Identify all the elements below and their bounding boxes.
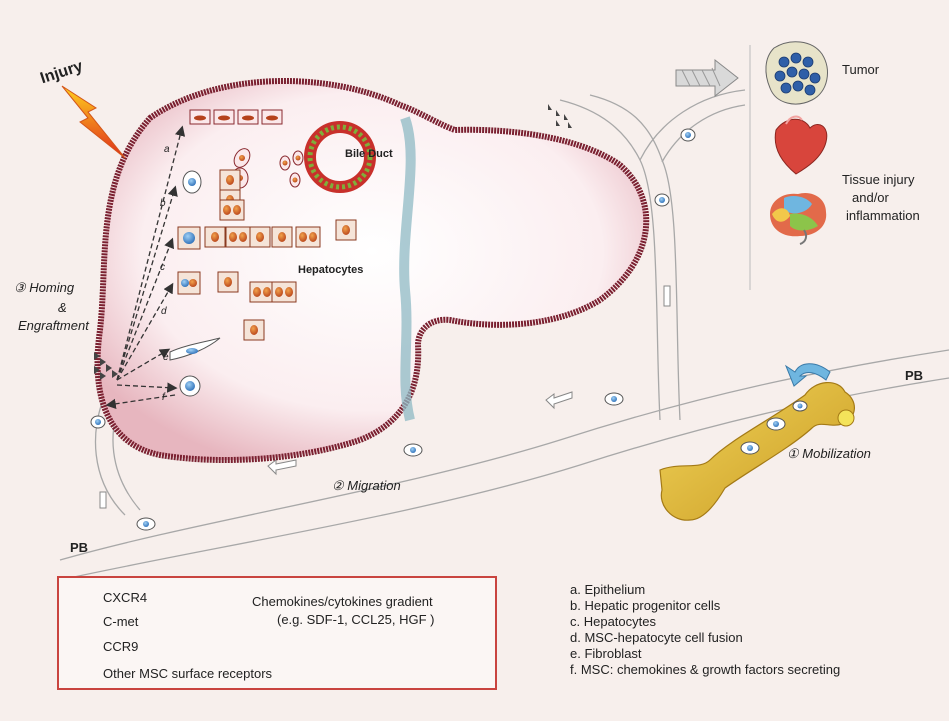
path-letter-a: a — [164, 144, 170, 155]
hepatocyte-nucleus — [239, 232, 247, 242]
msc-secreting — [180, 376, 200, 396]
homing-label: ③ Homing — [14, 280, 74, 296]
tissue-andor-label: and/or — [852, 190, 889, 205]
key-item-e: e. Fibroblast — [570, 646, 642, 661]
stem-cell — [605, 393, 623, 405]
tumor-label: Tumor — [842, 62, 879, 77]
hepatocyte-nucleus — [285, 287, 293, 297]
legend-cxcr4: CXCR4 — [103, 590, 147, 605]
hepatocyte-nucleus — [223, 205, 231, 215]
path-letter-f: f — [162, 392, 165, 403]
path-letter-c: c — [160, 262, 165, 273]
stem-cell — [137, 518, 155, 530]
legend-ccr9: CCR9 — [103, 639, 138, 654]
engraftment-label: Engraftment — [18, 318, 89, 333]
hepatocyte-nucleus — [253, 287, 261, 297]
hepatocyte-nucleus — [309, 232, 317, 242]
tumor-icon — [766, 42, 828, 104]
hepatocyte-nucleus — [211, 232, 219, 242]
hepatocyte-nucleus — [250, 325, 258, 335]
key-item-f: f. MSC: chemokines & growth factors secr… — [570, 662, 840, 677]
hepatocyte-nucleus — [299, 232, 307, 242]
legend-cmet: C-met — [103, 614, 138, 629]
migration-label: ② Migration — [332, 478, 401, 494]
legend-box: CXCR4 C-met CCR9 Other MSC surface recep… — [57, 576, 497, 690]
legend-other: Other MSC surface receptors — [103, 666, 272, 681]
hepatocyte-nucleus — [226, 175, 234, 185]
key-list: a. Epithelium b. Hepatic progenitor cell… — [570, 582, 940, 682]
hepatocyte-nucleus — [229, 232, 237, 242]
hepatocyte-nucleus — [224, 277, 232, 287]
path-letter-b: b — [160, 198, 166, 209]
path-letter-e: e — [163, 352, 169, 363]
tissue-injury-label: Tissue injury — [842, 172, 914, 187]
hepatocytes-label: Hepatocytes — [298, 264, 363, 276]
hepatocyte-nucleus — [263, 287, 271, 297]
stem-cell — [404, 444, 422, 456]
bile-duct-label: Bile Duct — [345, 148, 393, 160]
legend-chemokines-examples: (e.g. SDF-1, CCL25, HGF ) — [277, 612, 434, 627]
path-letter-d: d — [161, 306, 167, 317]
pb-right-label: PB — [905, 368, 923, 383]
homing-amp: & — [58, 300, 67, 315]
hepatocyte-nucleus — [256, 232, 264, 242]
key-item-d: d. MSC-hepatocyte cell fusion — [570, 630, 743, 645]
mobilization-label: ① Mobilization — [787, 446, 871, 462]
stem-cell — [655, 194, 669, 206]
tissue-inflammation-label: inflammation — [846, 208, 920, 223]
hepatocyte-nucleus — [233, 205, 241, 215]
stem-cell — [91, 416, 105, 428]
stem-cell — [681, 129, 695, 141]
hepatocyte-nucleus — [278, 232, 286, 242]
legend-chemokines: Chemokines/cytokines gradient — [252, 594, 433, 609]
hepatocyte-nucleus — [342, 225, 350, 235]
key-item-b: b. Hepatic progenitor cells — [570, 598, 720, 613]
key-item-c: c. Hepatocytes — [570, 614, 656, 629]
pb-left-label: PB — [70, 540, 88, 555]
key-item-a: a. Epithelium — [570, 582, 645, 597]
hepatocyte-nucleus — [275, 287, 283, 297]
